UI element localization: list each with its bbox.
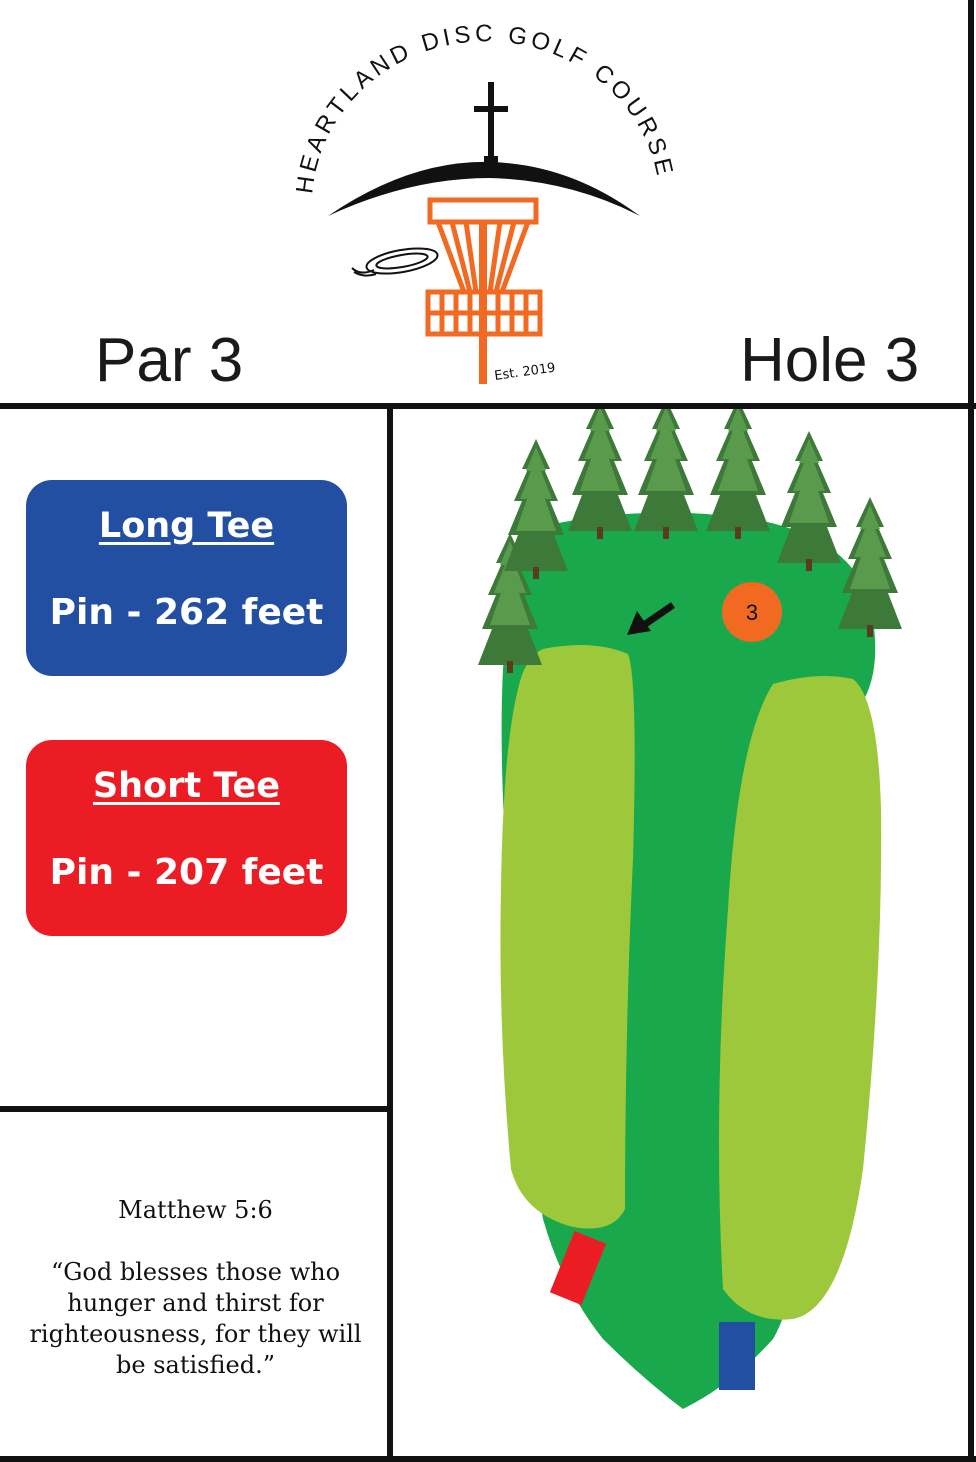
short-tee-distance: Pin - 207 feet (49, 852, 324, 893)
right-border (968, 0, 974, 1462)
arrow-icon (627, 602, 675, 635)
hill-icon (328, 161, 640, 216)
long-tee-pad (719, 1322, 755, 1390)
column-divider (387, 403, 393, 1462)
established-text: Est. 2019 (493, 361, 556, 384)
pin-marker (722, 582, 782, 642)
bottom-border (0, 1456, 976, 1462)
header-divider (0, 403, 976, 409)
short-tee-title: Short Tee (92, 766, 281, 806)
long-tee-card: Long Tee Pin - 262 feet (26, 480, 347, 676)
rough-left (500, 645, 635, 1229)
cross-icon (474, 82, 508, 164)
tree-icon (504, 439, 568, 579)
hole-map: 3 (478, 409, 902, 1409)
bible-verse: Matthew 5:6 “God blesses those who hunge… (18, 1195, 373, 1381)
verse-divider (0, 1106, 390, 1112)
short-tee-pad (549, 1231, 607, 1305)
tree-icon (634, 409, 698, 539)
verse-reference: Matthew 5:6 (118, 1196, 273, 1224)
long-tee-distance: Pin - 262 feet (49, 592, 324, 633)
basket-icon (425, 197, 543, 384)
par-label: Par 3 (95, 326, 244, 395)
long-tee-title: Long Tee (98, 506, 275, 546)
short-tee-card: Short Tee Pin - 207 feet (26, 740, 347, 936)
course-logo: HEARTLAND DISC GOLF COURSE Est. 2019 (291, 20, 675, 384)
tree-icon (777, 431, 841, 571)
tree-icon (706, 409, 770, 539)
verse-text: “God blesses those who hunger and thirst… (29, 1258, 362, 1379)
hole-label: Hole 3 (740, 326, 920, 395)
rough-right (719, 675, 882, 1320)
tree-icon (568, 409, 632, 539)
pin-number: 3 (746, 600, 758, 625)
disc-icon (351, 247, 439, 277)
